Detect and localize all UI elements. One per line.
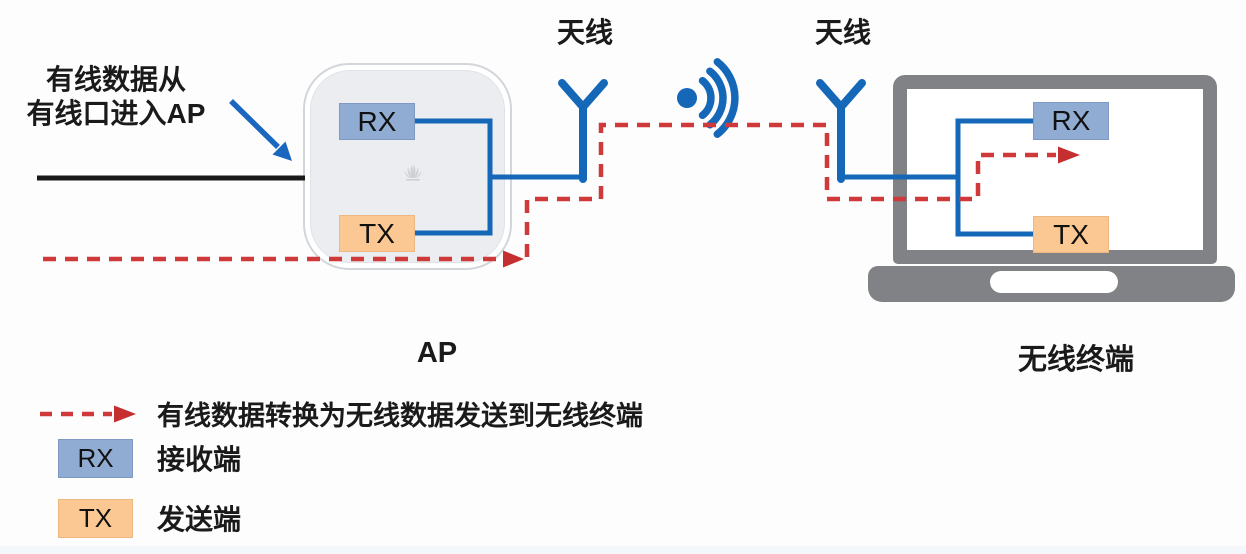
legend-rx-text: 接收端 (157, 444, 242, 475)
note-arrow-icon (229, 99, 292, 161)
laptop-base (868, 266, 1235, 302)
legend-tx-text: 发送端 (157, 504, 242, 535)
terminal-caption: 无线终端 (1017, 344, 1134, 376)
wifi-signal-icon (677, 58, 739, 138)
legend-tx-symbol: TX (58, 498, 133, 538)
legend-rx-row: RX 接收端 (58, 438, 241, 478)
bottom-edge (0, 546, 1246, 554)
note-line-2: 有线口进入AP (26, 98, 206, 129)
terminal-rx-box: RX (1033, 102, 1109, 140)
ap-caption: AP (416, 337, 458, 369)
terminal-tx-box: TX (1033, 216, 1109, 253)
antenna-label-right: 天线 (814, 17, 871, 48)
antenna-label-left: 天线 (556, 17, 613, 48)
legend-flow-text: 有线数据转换为无线数据发送到无线终端 (157, 401, 643, 431)
red-dashed-arrow-icon (40, 405, 136, 422)
note-line-1: 有线数据从 (45, 64, 186, 95)
ap-tx-box: TX (339, 215, 415, 252)
legend-tx-row: TX 发送端 (58, 498, 241, 538)
wired-data-entry-note: 有线数据从 有线口进入AP (0, 63, 232, 131)
antenna-left-icon (558, 79, 608, 183)
legend-flow-row: 有线数据转换为无线数据发送到无线终端 (38, 394, 643, 433)
legend-rx-symbol: RX (58, 438, 133, 478)
huawei-logo-icon (404, 165, 422, 181)
ap-rx-box: RX (339, 103, 415, 140)
antenna-right-icon (816, 79, 866, 183)
laptop-trackpad (990, 271, 1118, 293)
